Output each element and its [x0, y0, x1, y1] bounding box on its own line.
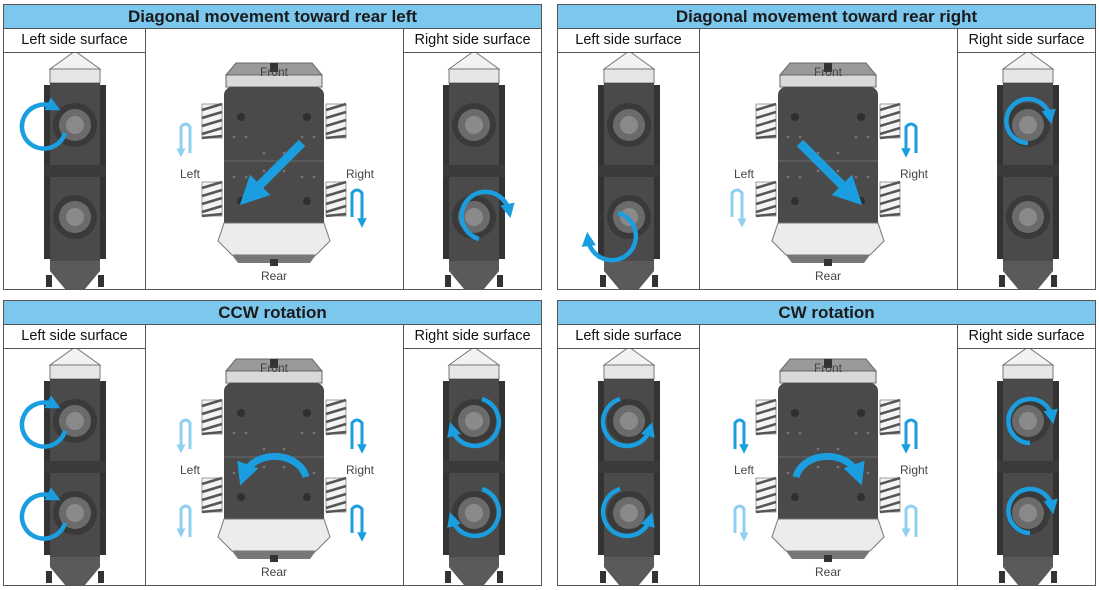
left-side-view: [597, 349, 661, 585]
left-rear-wheel-arrow: [733, 504, 749, 542]
ccw-rotation-arrow: [237, 452, 310, 486]
right-side-surface-column: Right side surface: [957, 29, 1095, 289]
right-front-wheel-arrow: [901, 418, 918, 454]
front-label: Front: [260, 361, 289, 375]
robot-top-view: Front Rear Left Right: [176, 325, 375, 579]
right-rear-wheel-arrow: [350, 504, 367, 542]
rotation-arrow-front: [19, 395, 68, 449]
right-front-wheel-arrow: [350, 418, 367, 454]
right-side-view: [996, 349, 1060, 585]
top-view-column: Front Rear Left Right: [700, 325, 957, 585]
robot-top-view: Front Rear Left Right: [730, 29, 929, 283]
front-label: Front: [814, 361, 843, 375]
left-side-surface-column: Left side surface: [558, 325, 700, 585]
left-side-view: [581, 53, 661, 289]
right-side-surface-column: Right side surface: [957, 325, 1095, 585]
right-wheel-arrow: [901, 122, 918, 158]
left-label: Left: [180, 463, 201, 477]
panel-title: Diagonal movement toward rear left: [4, 5, 541, 29]
left-side-surface-column: Left side surface: [558, 29, 700, 289]
left-side-view: [19, 349, 107, 585]
left-side-surface-label: Left side surface: [558, 29, 699, 53]
top-view-column: Front Rear Left Right: [700, 29, 957, 289]
rear-label: Rear: [815, 565, 841, 579]
left-wheel-arrow: [730, 188, 747, 228]
panel-diagonal-rear-left: Diagonal movement toward rear left Left …: [3, 4, 542, 290]
rotation-arrow: [581, 210, 639, 263]
right-label: Right: [900, 463, 929, 477]
right-label: Right: [346, 167, 375, 181]
panel-ccw-rotation: CCW rotation Left side surface Front Rea…: [3, 300, 542, 586]
panel-cw-rotation: CW rotation Left side surface Front Rear…: [557, 300, 1096, 586]
right-side-surface-label: Right side surface: [404, 325, 541, 349]
panel-diagonal-rear-right: Diagonal movement toward rear right Left…: [557, 4, 1096, 290]
rotation-arrow-front: [600, 396, 655, 449]
rotation-arrow-rear: [600, 486, 655, 539]
left-front-wheel-arrow: [733, 418, 749, 454]
cw-rotation-arrow: [792, 452, 865, 486]
right-side-surface-label: Right side surface: [958, 325, 1095, 349]
left-side-surface-label: Left side surface: [558, 325, 699, 349]
left-side-surface-label: Left side surface: [4, 325, 145, 349]
rotation-arrow-front: [447, 396, 502, 449]
right-side-view: [442, 53, 515, 289]
rear-label: Rear: [261, 269, 287, 283]
rotation-arrow: [1004, 96, 1056, 146]
left-label: Left: [734, 463, 755, 477]
right-side-surface-column: Right side surface: [403, 29, 541, 289]
right-wheel-arrow: [350, 188, 367, 228]
right-side-surface-label: Right side surface: [958, 29, 1095, 53]
direction-arrow: [796, 139, 863, 206]
top-view-column: Front Rear Left Right: [146, 29, 403, 289]
right-side-view: [442, 349, 506, 585]
right-side-surface-column: Right side surface: [403, 325, 541, 585]
left-side-surface-column: Left side surface: [4, 325, 146, 585]
right-side-view: [996, 53, 1060, 289]
rotation-arrow: [459, 189, 515, 242]
rear-label: Rear: [815, 269, 841, 283]
rotation-arrow-front: [1006, 396, 1058, 446]
left-label: Left: [180, 167, 201, 181]
right-side-surface-label: Right side surface: [404, 29, 541, 53]
left-rear-wheel-arrow: [176, 504, 192, 538]
left-side-view: [19, 53, 107, 289]
panel-title: Diagonal movement toward rear right: [558, 5, 1095, 29]
rotation-arrow-rear: [1006, 486, 1058, 536]
right-label: Right: [900, 167, 929, 181]
front-label: Front: [814, 65, 843, 79]
left-wheel-arrow: [176, 122, 192, 158]
left-label: Left: [734, 167, 755, 181]
left-side-surface-label: Left side surface: [4, 29, 145, 53]
top-view-column: Front Rear Left Right: [146, 325, 403, 585]
left-front-wheel-arrow: [176, 418, 192, 454]
rotation-arrow: [19, 97, 68, 151]
rotation-arrow-rear: [19, 487, 68, 541]
right-label: Right: [346, 463, 375, 477]
panel-title: CW rotation: [558, 301, 1095, 325]
right-rear-wheel-arrow: [901, 504, 918, 538]
front-label: Front: [260, 65, 289, 79]
rotation-arrow-rear: [447, 486, 502, 539]
robot-top-view: Front Rear Left Right: [176, 29, 375, 283]
rear-label: Rear: [261, 565, 287, 579]
left-side-surface-column: Left side surface: [4, 29, 146, 289]
direction-arrow: [239, 139, 306, 206]
panel-title: CCW rotation: [4, 301, 541, 325]
robot-top-view: Front Rear Left Right: [733, 325, 929, 579]
